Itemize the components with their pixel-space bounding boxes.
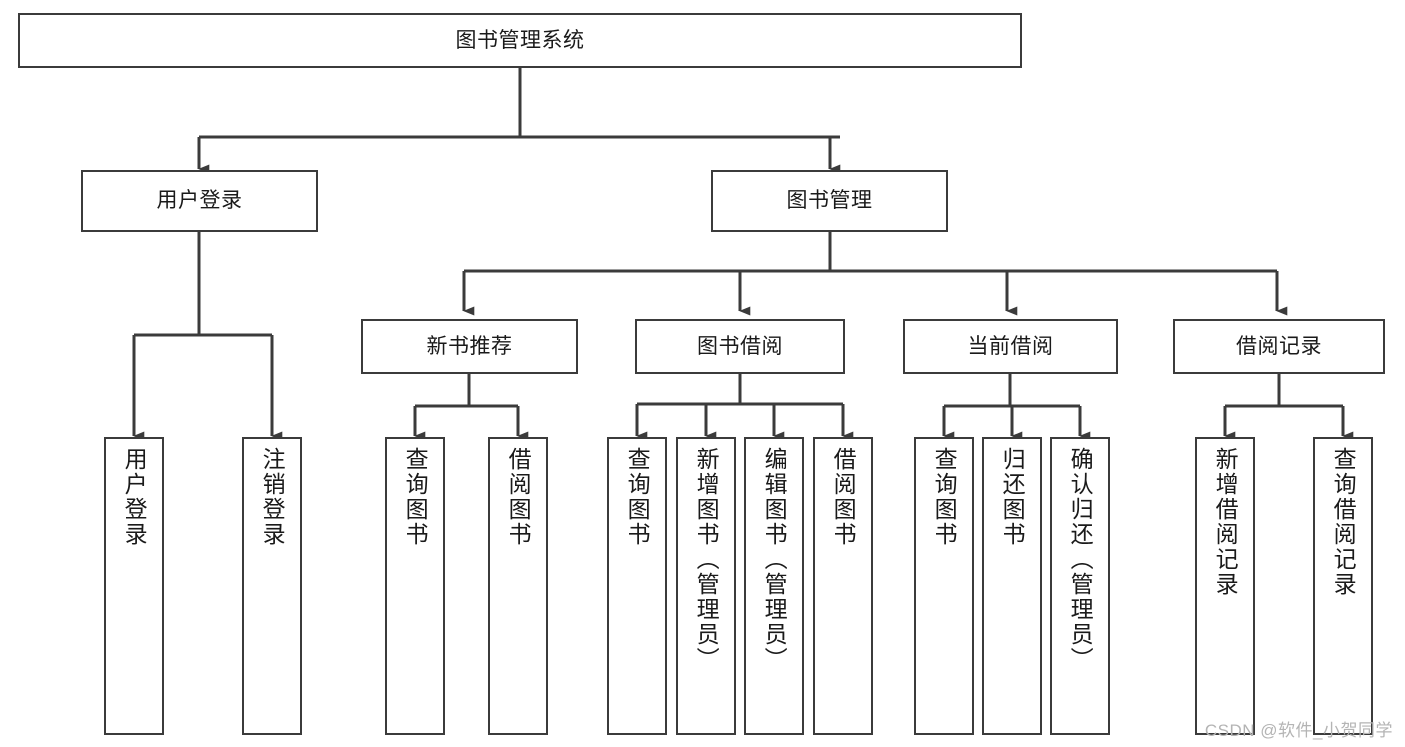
node-leaf-user-login[interactable]: 用户登录 (104, 437, 164, 735)
node-book-borrow[interactable]: 图书借阅 (635, 319, 845, 374)
node-leaf-confirm-return-label: 确认归还（管理员） (1067, 447, 1094, 672)
node-leaf-edit-book[interactable]: 编辑图书（管理员） (744, 437, 804, 735)
node-new-book-rec[interactable]: 新书推荐 (361, 319, 578, 374)
node-leaf-add-record-label: 新增借阅记录 (1212, 447, 1239, 597)
node-user-login[interactable]: 用户登录 (81, 170, 318, 232)
node-leaf-logout[interactable]: 注销登录 (242, 437, 302, 735)
node-leaf-return-book-label: 归还图书 (999, 447, 1026, 547)
node-leaf-add-book-label: 新增图书（管理员） (693, 447, 720, 672)
node-root-label: 图书管理系统 (455, 28, 585, 52)
node-leaf-query-book-3-label: 查询图书 (931, 447, 958, 547)
node-leaf-borrow-book-2-label: 借阅图书 (830, 447, 857, 547)
node-leaf-add-book[interactable]: 新增图书（管理员） (676, 437, 736, 735)
node-leaf-user-login-label: 用户登录 (121, 447, 148, 547)
node-current-borrow-label: 当前借阅 (967, 334, 1054, 358)
node-leaf-query-book-3[interactable]: 查询图书 (914, 437, 974, 735)
node-leaf-query-book-2[interactable]: 查询图书 (607, 437, 667, 735)
node-root[interactable]: 图书管理系统 (18, 13, 1022, 68)
node-borrow-record[interactable]: 借阅记录 (1173, 319, 1385, 374)
node-leaf-query-record[interactable]: 查询借阅记录 (1313, 437, 1373, 735)
node-leaf-borrow-book-1[interactable]: 借阅图书 (488, 437, 548, 735)
node-leaf-query-record-label: 查询借阅记录 (1330, 447, 1357, 597)
node-leaf-query-book-1[interactable]: 查询图书 (385, 437, 445, 735)
node-book-borrow-label: 图书借阅 (697, 334, 783, 358)
node-leaf-confirm-return[interactable]: 确认归还（管理员） (1050, 437, 1110, 735)
node-book-manage[interactable]: 图书管理 (711, 170, 948, 232)
node-book-manage-label: 图书管理 (786, 189, 873, 213)
node-current-borrow[interactable]: 当前借阅 (903, 319, 1118, 374)
node-leaf-edit-book-label: 编辑图书（管理员） (761, 447, 788, 672)
node-user-login-label: 用户登录 (156, 189, 243, 213)
node-leaf-add-record[interactable]: 新增借阅记录 (1195, 437, 1255, 735)
csdn-watermark: CSDN @软件_小贺同学 (1204, 721, 1393, 740)
node-leaf-query-book-1-label: 查询图书 (402, 447, 429, 547)
node-leaf-borrow-book-2[interactable]: 借阅图书 (813, 437, 873, 735)
node-leaf-query-book-2-label: 查询图书 (624, 447, 651, 547)
node-borrow-record-label: 借阅记录 (1236, 334, 1322, 358)
node-leaf-return-book[interactable]: 归还图书 (982, 437, 1042, 735)
node-leaf-borrow-book-1-label: 借阅图书 (505, 447, 532, 547)
node-leaf-logout-label: 注销登录 (259, 447, 286, 547)
node-new-book-rec-label: 新书推荐 (426, 334, 513, 358)
